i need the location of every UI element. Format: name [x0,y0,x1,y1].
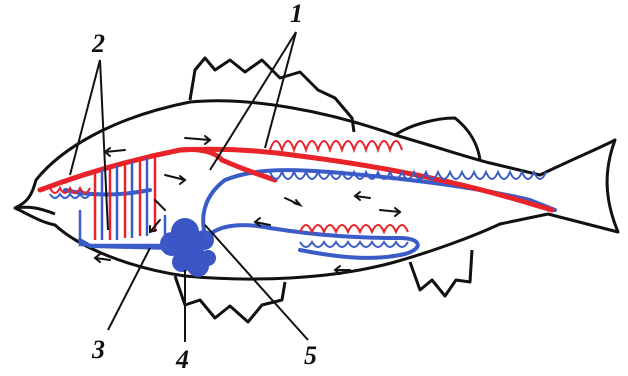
head-capillaries [50,188,90,198]
leader-3 [108,248,150,330]
label-3: 3 [91,335,105,364]
leader-2a [70,60,100,175]
leader-lines [70,32,308,342]
leader-5 [205,225,308,340]
pelvic-fin [175,276,285,322]
leader-1b [265,32,296,148]
label-5: 5 [304,341,317,370]
label-2: 2 [91,29,105,58]
anal-fin [410,250,472,296]
label-4: 4 [175,345,189,374]
label-1: 1 [290,0,303,28]
